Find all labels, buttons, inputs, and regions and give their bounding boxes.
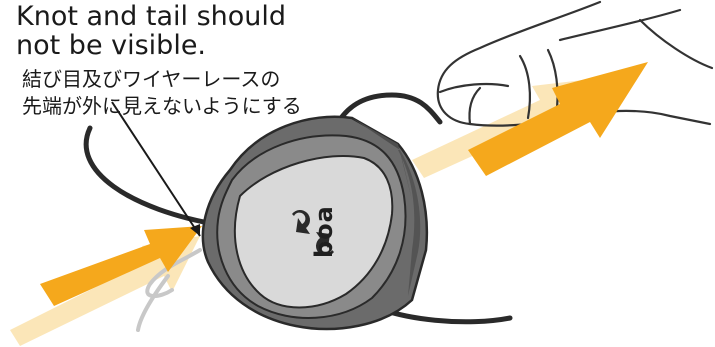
instruction-japanese-line2: 先端が外に見えないようにする: [22, 93, 302, 120]
dial-logo-text: boa: [310, 205, 338, 258]
instruction-japanese-line1: 結び目及びワイヤーレースの: [22, 66, 302, 93]
motion-arrow-upper: [468, 62, 648, 176]
instruction-english-line2: not be visible.: [16, 31, 286, 60]
instruction-english: Knot and tail should not be visible.: [16, 2, 286, 60]
pointer-arrow-icon: [112, 102, 200, 236]
instruction-english-line1: Knot and tail should: [16, 2, 286, 31]
lace-left: [86, 128, 220, 225]
dial-logo: boa: [310, 208, 340, 258]
instruction-japanese: 結び目及びワイヤーレースの 先端が外に見えないようにする: [22, 66, 302, 120]
